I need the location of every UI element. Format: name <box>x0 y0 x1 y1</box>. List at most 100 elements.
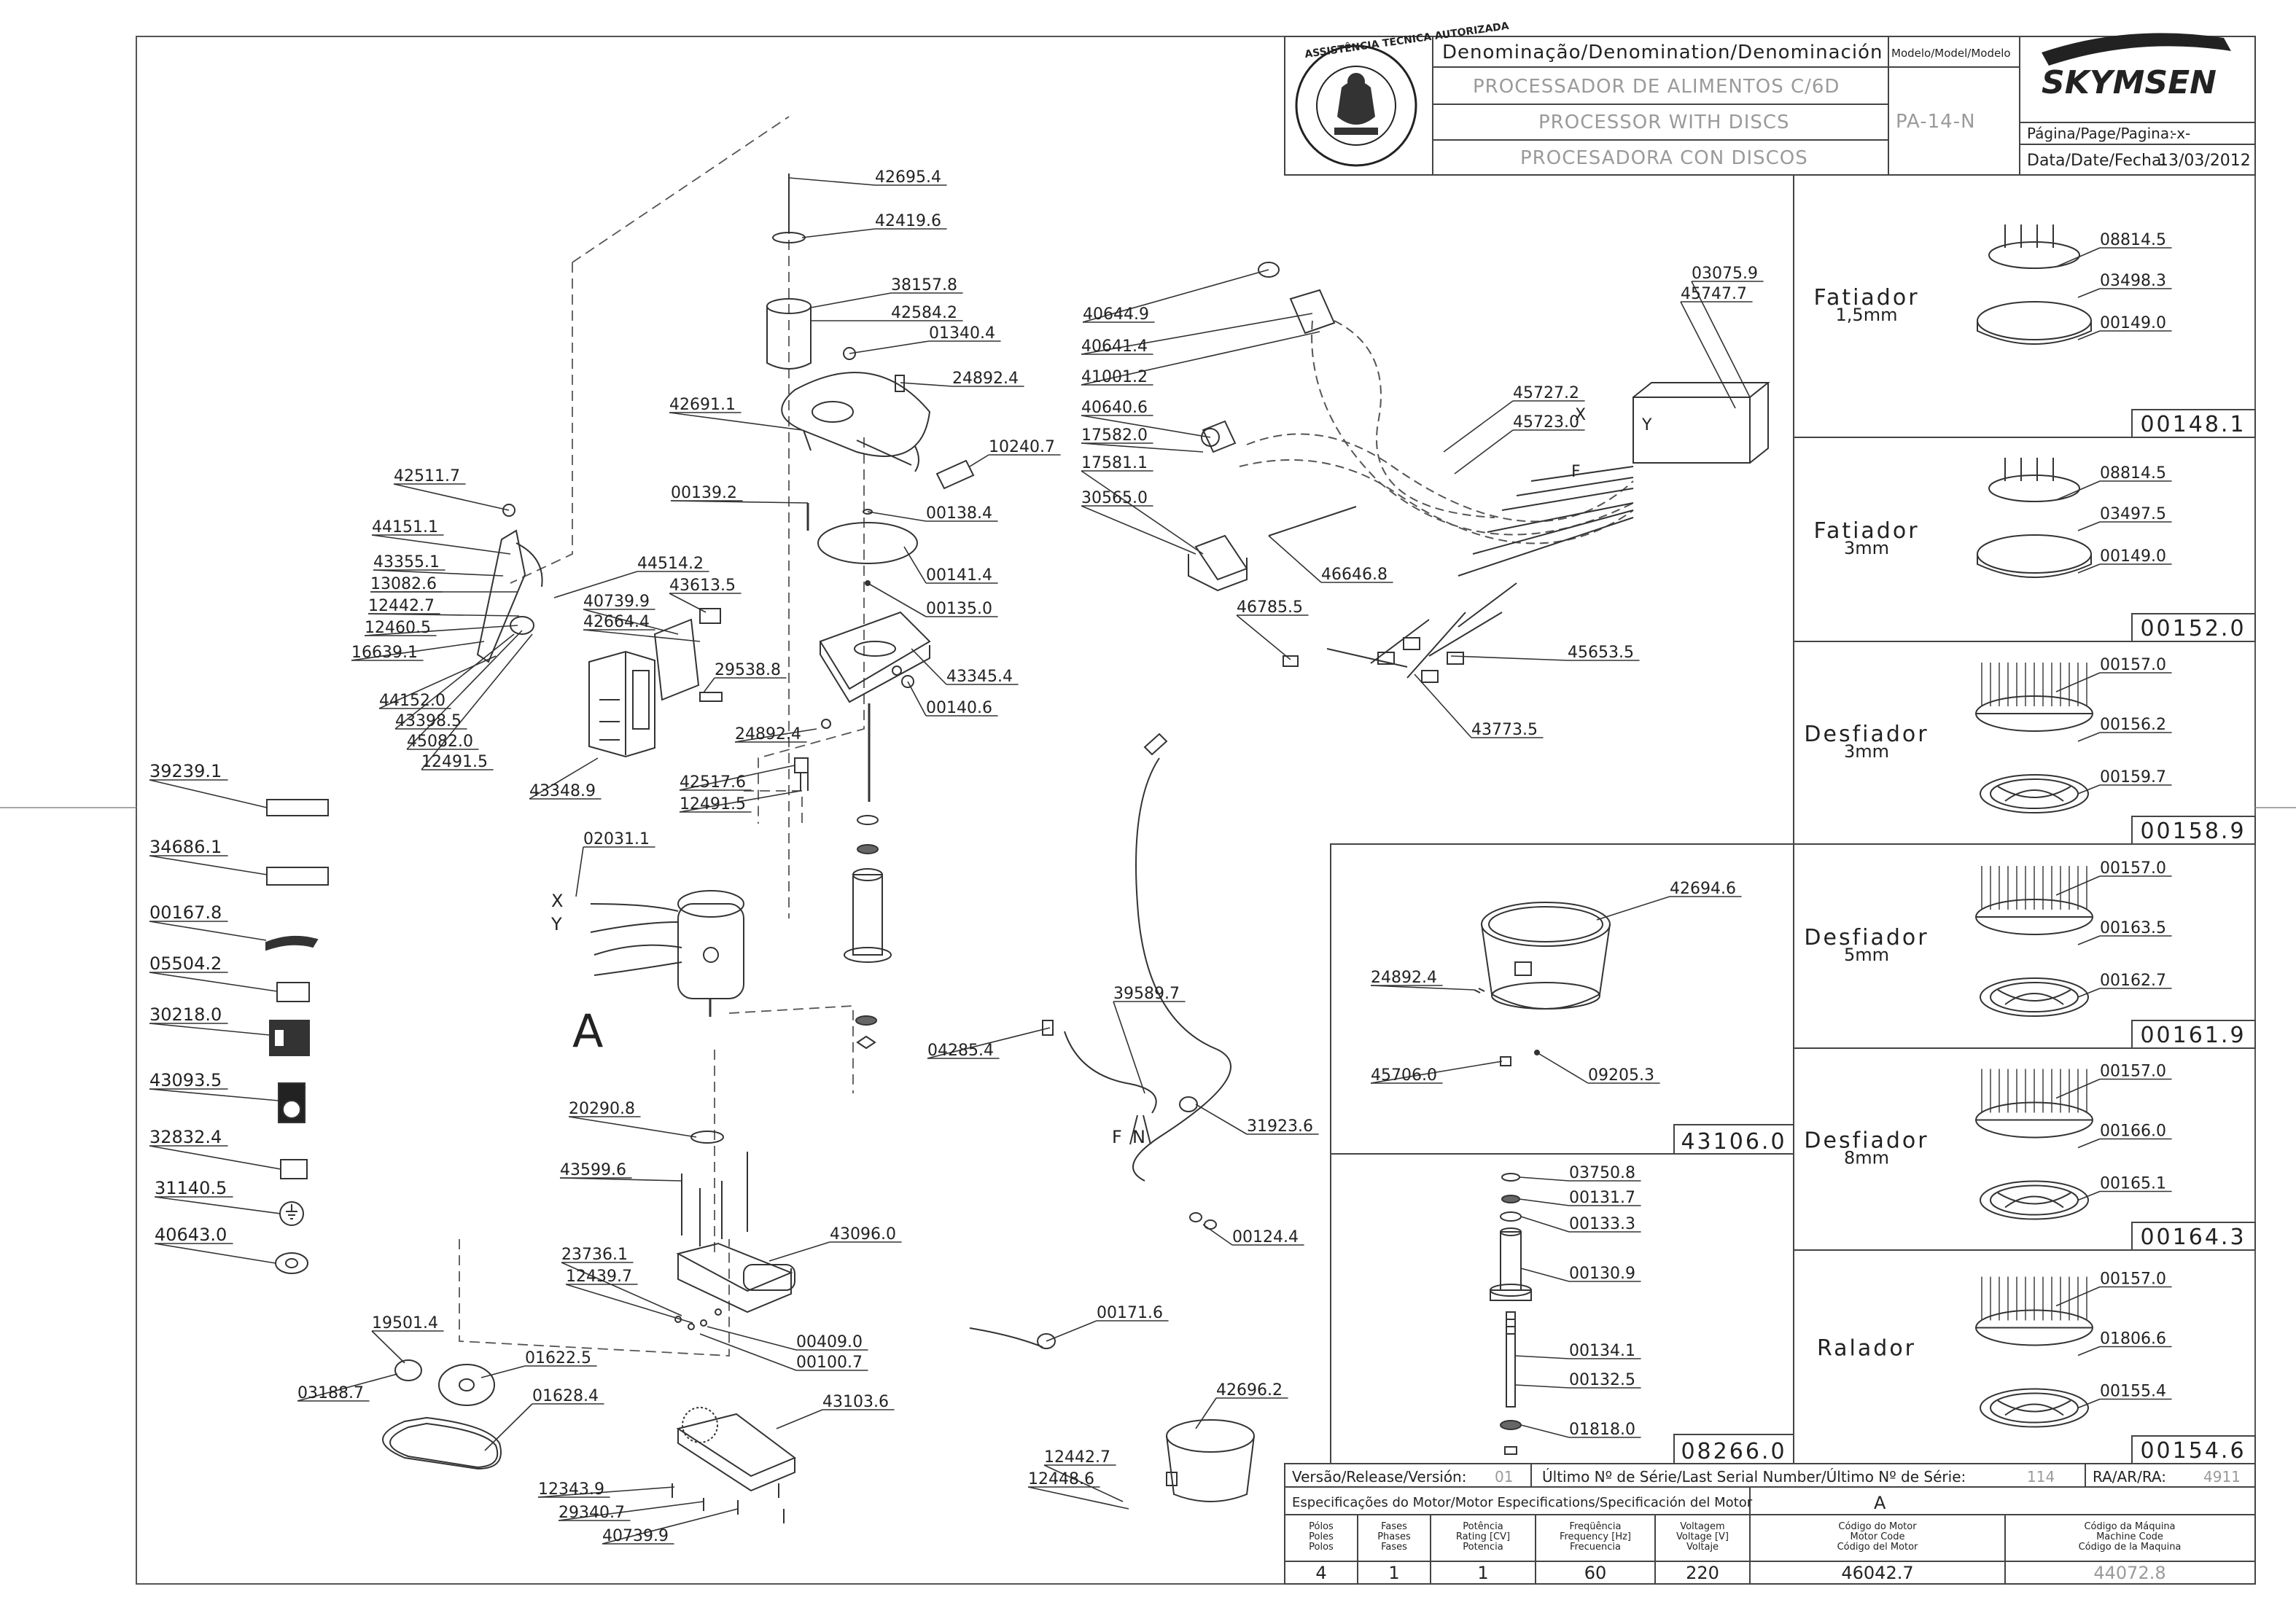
shaft-part-01818.0: 01818.0 <box>1569 1421 1635 1439</box>
disc-part-1-03497.5: 03497.5 <box>2100 505 2166 523</box>
part-label-00138.4: 00138.4 <box>926 504 992 523</box>
part-label-01628.4: 01628.4 <box>532 1387 599 1405</box>
date-value: 13/03/2012 <box>2158 152 2251 170</box>
part-label-29538.8-leader <box>703 677 715 693</box>
part-label-12442.7-leader <box>367 613 520 617</box>
elec-label-45653.5: 45653.5 <box>1568 644 1634 662</box>
disc-swirl-2 <box>1997 786 2071 802</box>
part-label-43096.0-leader <box>768 1241 830 1262</box>
part-label-44514.2: 44514.2 <box>637 555 704 573</box>
motor-spec-label: Especificações do Motor/Motor Especifica… <box>1292 1495 1753 1510</box>
elec-label-46646.8-leader <box>1268 535 1322 583</box>
part-label-01628.4-leader <box>484 1403 533 1451</box>
elec-label-17581.1-leader <box>1081 470 1204 555</box>
shaft-part-00130.9-leader <box>1520 1268 1570 1282</box>
shaft-drawing <box>1490 1173 1532 1455</box>
label-stickers <box>265 799 329 1274</box>
disc-part-5-00157.0-leader <box>2055 1286 2101 1307</box>
side-label-39239.1-leader <box>149 779 268 808</box>
elec-label-40640.6-leader <box>1081 415 1211 438</box>
brand-name: SKYMSEN <box>2042 64 2217 101</box>
elec-label-40644.9-leader <box>1082 269 1269 323</box>
spec-header-6-2: Código de la Maquina <box>2079 1542 2182 1553</box>
part-label-43348.9: 43348.9 <box>529 782 596 800</box>
part-label-29340.7-leader <box>558 1501 704 1521</box>
part-label-43613.5-leader <box>669 593 707 613</box>
disc-part-5-01806.6-leader <box>2077 1346 2101 1356</box>
spec-header-1-2: Fases <box>1381 1542 1407 1553</box>
disc-part-5-00155.4: 00155.4 <box>2100 1383 2166 1401</box>
shaft-box-code: 08266.0 <box>1681 1439 1786 1464</box>
disc-part-1-03497.5-leader <box>2077 521 2101 531</box>
bowl-box-code: 43106.0 <box>1681 1129 1786 1155</box>
disc-part-2-00156.2: 00156.2 <box>2100 716 2166 734</box>
disc-part-1-08814.5-leader <box>2055 480 2101 501</box>
disc-part-4-00166.0: 00166.0 <box>2100 1123 2166 1141</box>
elec-label-39589.7: 39589.7 <box>1113 985 1180 1003</box>
spec-header-2-0: Potência <box>1463 1521 1503 1532</box>
elec-label-12442.7-leader <box>1043 1464 1124 1502</box>
elec-label-00124.4-leader <box>1202 1224 1233 1246</box>
elec-letter-n: N <box>1132 1127 1145 1147</box>
disc-base-inner-5 <box>1990 1392 2079 1424</box>
elec-label-41001.2-leader <box>1081 331 1320 386</box>
disc-name-4: Desfiador <box>1804 1128 1929 1154</box>
part-label-24892.4-leader <box>734 728 817 743</box>
disc-code-00161.9: 00161.9 <box>2140 1023 2246 1048</box>
elec-label-46646.8: 46646.8 <box>1321 566 1388 584</box>
bowl-part-09205.3-3: 09205.3 <box>1588 1066 1654 1085</box>
disc-base-inner-2 <box>1990 778 2079 809</box>
elec-label-00171.6-leader <box>1046 1320 1097 1342</box>
elec-label-00124.4: 00124.4 <box>1232 1228 1299 1246</box>
part-label-03188.7-leader <box>297 1373 398 1402</box>
bowl-drawing <box>1474 902 1611 1066</box>
part-label-42691.1: 42691.1 <box>669 396 736 414</box>
part-label-42664.4: 42664.4 <box>583 613 650 631</box>
spec-value-4: 220 <box>1686 1563 1719 1583</box>
spec-header-6-0: Código da Máquina <box>2084 1521 2175 1532</box>
elec-label-12448.6-leader <box>1027 1486 1129 1510</box>
bowl-part-42694.6-0: 42694.6 <box>1670 880 1736 898</box>
elec-label-12448.6: 12448.6 <box>1028 1470 1094 1488</box>
part-label-12460.5-leader <box>364 625 518 636</box>
part-label-43348.9-leader <box>529 757 599 800</box>
part-label-45082.0-leader <box>406 630 523 750</box>
disc-code-00148.1: 00148.1 <box>2140 412 2246 437</box>
serial-label: Último Nº de Série/Last Serial Number/Úl… <box>1542 1468 1966 1486</box>
part-label-12343.9-leader <box>537 1486 675 1498</box>
part-label-03188.7: 03188.7 <box>297 1384 364 1402</box>
part-label-44151.1-leader <box>371 534 511 555</box>
part-label-43096.0: 43096.0 <box>830 1225 896 1244</box>
elec-label-04285.4-leader <box>927 1027 1051 1059</box>
shaft-part-00133.3-leader <box>1520 1216 1570 1233</box>
side-label-34686.1: 34686.1 <box>149 837 222 857</box>
disc-base-inner-3 <box>1990 982 2079 1012</box>
spec-header-2-1: Rating [CV] <box>1456 1531 1510 1542</box>
part-label-44151.1: 44151.1 <box>372 518 438 536</box>
shaft-part-00134.1-leader <box>1514 1355 1570 1359</box>
part-label-43398.5: 43398.5 <box>395 712 462 730</box>
elec-letter-f: F <box>1571 463 1581 481</box>
disc-part-0-08814.5: 08814.5 <box>2100 231 2166 249</box>
elec-label-46785.5-leader <box>1236 614 1291 660</box>
elec-letter-x: X <box>1575 406 1586 424</box>
part-label-16639.1: 16639.1 <box>351 644 418 662</box>
title-block <box>1284 36 2256 176</box>
electrical-drawing <box>969 262 1770 1502</box>
part-label-02031.1: 02031.1 <box>583 830 650 848</box>
disc-size-3: 5mm <box>1844 945 1889 965</box>
part-label-19501.4-leader <box>371 1330 405 1364</box>
spec-header-4-0: Voltagem <box>1680 1521 1724 1532</box>
part-label-01622.5: 01622.5 <box>525 1349 591 1367</box>
product-name-es: PROCESADORA CON DISCOS <box>1520 147 1808 169</box>
spec-header-5-2: Código del Motor <box>1837 1542 1918 1553</box>
disc-panel-grid <box>1793 175 2256 1464</box>
disc-code-00152.0: 00152.0 <box>2140 616 2246 641</box>
disc-part-4-00165.1: 00165.1 <box>2100 1175 2166 1193</box>
leader-lines <box>149 177 2172 1545</box>
part-label-00141.4: 00141.4 <box>926 566 992 585</box>
part-label-00140.6: 00140.6 <box>926 699 992 717</box>
disc-part-2-00157.0: 00157.0 <box>2100 656 2166 674</box>
motor-spec-value: A <box>1874 1493 1886 1513</box>
